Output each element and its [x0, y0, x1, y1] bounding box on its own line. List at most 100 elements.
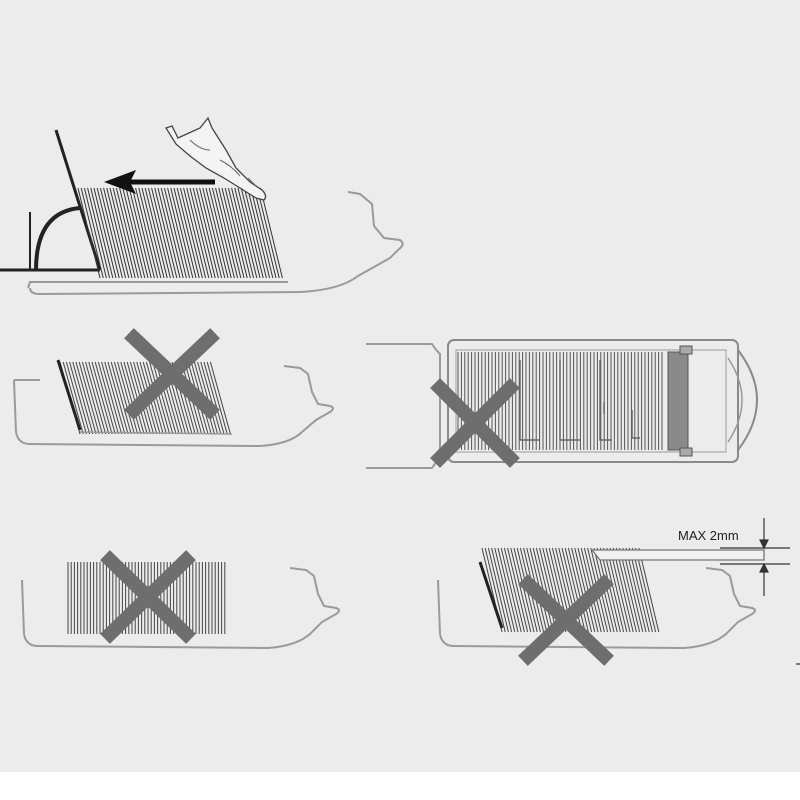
card-line: [615, 547, 637, 633]
diagram-canvas: MAX 2mm: [0, 116, 800, 666]
card-line: [109, 187, 133, 279]
card-line: [167, 187, 191, 279]
card-line: [80, 187, 104, 279]
card-line: [106, 187, 130, 279]
card-line: [234, 187, 258, 279]
card-line: [123, 361, 145, 435]
hand-icon: [165, 116, 267, 201]
card-line: [135, 187, 159, 279]
card-line: [179, 187, 203, 279]
card-line: [635, 547, 657, 633]
card-line: [612, 547, 634, 633]
card-line: [152, 361, 174, 435]
tray-nose: [737, 349, 758, 451]
card-line: [200, 361, 222, 435]
card-line: [87, 187, 111, 279]
card-line: [176, 187, 200, 279]
cross-mark: [518, 574, 614, 666]
card-line: [131, 187, 155, 279]
card-line: [62, 361, 84, 435]
card-line: [154, 187, 178, 279]
cover-plate: [590, 549, 765, 561]
card-line: [170, 187, 194, 279]
hand-detail: [189, 139, 257, 187]
card-line: [141, 187, 165, 279]
panel-wrong-top-view: [366, 339, 758, 469]
tray-outline: [27, 191, 404, 296]
tray-outline: [437, 567, 756, 650]
card-line: [631, 547, 653, 633]
card-line: [638, 547, 660, 633]
card-line: [561, 547, 583, 633]
stopper-tab-top: [679, 345, 693, 355]
card-line: [90, 187, 114, 279]
card-line: [603, 547, 625, 633]
card-line: [93, 187, 117, 279]
card-line: [571, 547, 593, 633]
card-line: [247, 187, 271, 279]
card-line: [81, 361, 103, 435]
card-line: [625, 547, 647, 633]
angle-arc: [34, 206, 81, 271]
card-line: [107, 361, 129, 435]
card-line: [250, 187, 274, 279]
card-line: [101, 361, 123, 435]
card-line: [203, 361, 225, 435]
card-line: [209, 361, 231, 435]
card-line: [155, 361, 177, 435]
card-line: [85, 361, 107, 435]
gap-dimension: [720, 518, 790, 596]
card-line: [160, 187, 184, 279]
card-line: [256, 187, 280, 279]
card-line: [513, 547, 535, 633]
card-stack: [77, 187, 283, 279]
card-line: [157, 187, 181, 279]
card-line: [628, 547, 650, 633]
card-line: [119, 187, 143, 279]
card-line: [96, 187, 120, 279]
card-line: [211, 187, 235, 279]
card-line: [173, 187, 197, 279]
tray-outline: [13, 365, 334, 448]
card-line: [206, 361, 228, 435]
card-line: [491, 547, 513, 633]
card-line: [91, 361, 113, 435]
card-line: [224, 187, 248, 279]
card-line: [183, 187, 207, 279]
panel-wrong-upright: [21, 550, 340, 650]
card-line: [128, 187, 152, 279]
card-line: [97, 361, 119, 435]
card-line: [221, 187, 245, 279]
card-line: [208, 187, 232, 279]
card-line: [205, 187, 229, 279]
card-line: [113, 361, 135, 435]
stopper-tab-bottom: [679, 447, 693, 457]
card-line: [125, 187, 149, 279]
card-line: [484, 547, 506, 633]
card-line: [199, 187, 223, 279]
card-line: [227, 187, 251, 279]
card-line: [500, 547, 522, 633]
tray-outline: [21, 567, 340, 650]
card-line: [103, 187, 127, 279]
card-line: [202, 187, 226, 279]
card-line: [259, 187, 283, 279]
card-line: [215, 187, 239, 279]
cross-mark: [100, 550, 196, 644]
card-line: [243, 187, 267, 279]
card-stack: [67, 562, 226, 634]
card-line: [574, 547, 596, 633]
card-line: [186, 187, 210, 279]
card-line: [195, 187, 219, 279]
card-line: [110, 361, 132, 435]
card-line: [78, 361, 100, 435]
card-line: [120, 361, 142, 435]
card-line: [609, 547, 631, 633]
card-line: [497, 547, 519, 633]
card-line: [535, 547, 557, 633]
card-line: [112, 187, 136, 279]
card-line: [122, 187, 146, 279]
card-line: [144, 187, 168, 279]
card-line: [75, 361, 97, 435]
card-line: [606, 547, 628, 633]
